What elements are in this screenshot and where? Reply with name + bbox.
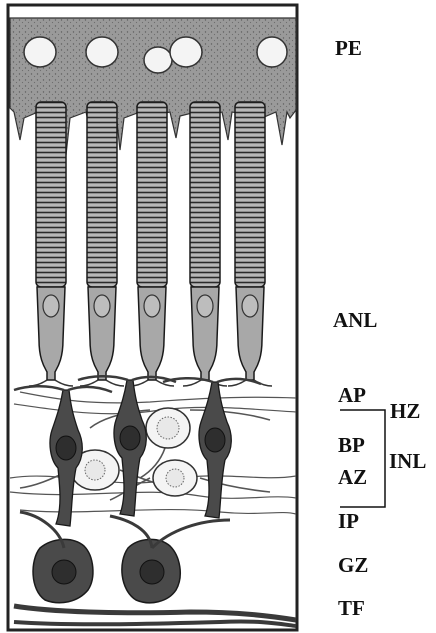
label-ip: IP: [338, 509, 359, 533]
inl-bracket: [340, 410, 385, 507]
layer-labels: PE ANL AP HZ BP INL AZ IP GZ TF: [333, 36, 426, 620]
epithelium-nucleus: [257, 37, 287, 67]
label-az: AZ: [338, 465, 367, 489]
label-hz: HZ: [390, 399, 420, 423]
epithelium-nucleus: [86, 37, 118, 67]
label-ap: AP: [338, 383, 366, 407]
label-bp: BP: [338, 433, 365, 457]
epithelium-nucleus: [170, 37, 202, 67]
label-anl: ANL: [333, 308, 377, 332]
label-gz: GZ: [338, 553, 368, 577]
label-pe: PE: [335, 36, 362, 60]
epithelium-nucleus: [24, 37, 56, 67]
label-tf: TF: [338, 596, 365, 620]
label-inl: INL: [389, 449, 426, 473]
epithelium-nucleus: [144, 47, 172, 73]
